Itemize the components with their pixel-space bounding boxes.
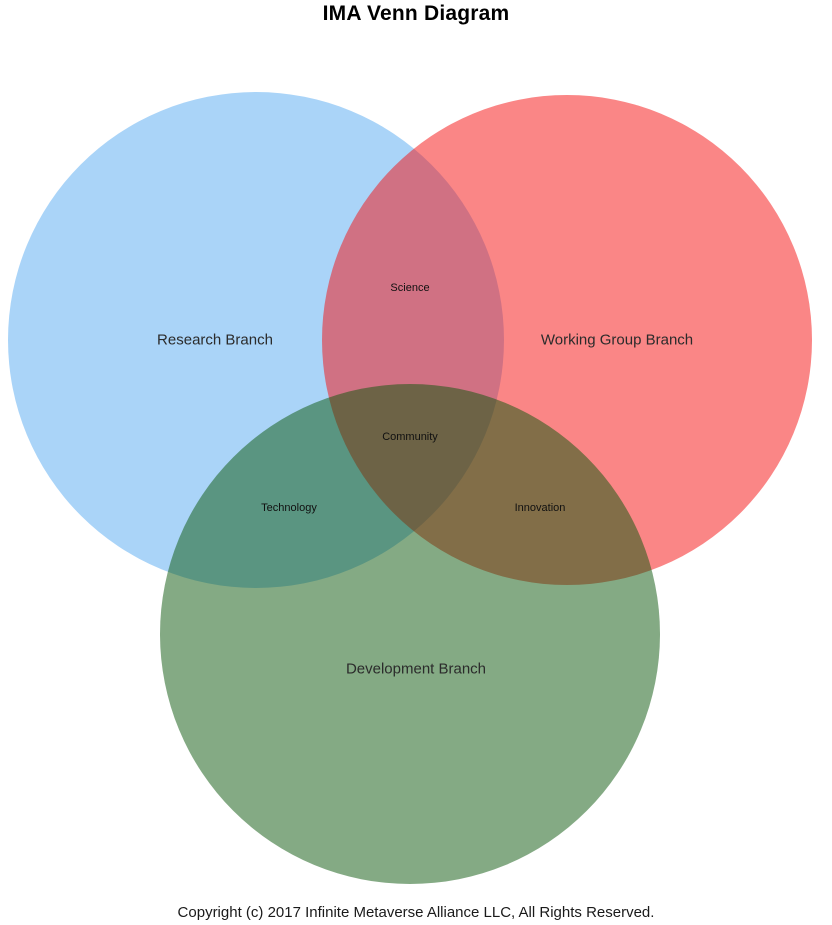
label-working-group-branch: Working Group Branch bbox=[541, 332, 693, 349]
label-development-branch: Development Branch bbox=[346, 661, 486, 678]
label-intersection-technology: Technology bbox=[261, 502, 317, 514]
label-intersection-community: Community bbox=[382, 431, 438, 443]
label-intersection-innovation: Innovation bbox=[515, 502, 566, 514]
page-title: IMA Venn Diagram bbox=[322, 2, 510, 25]
circle-development-branch bbox=[160, 384, 660, 884]
label-research-branch: Research Branch bbox=[157, 332, 273, 349]
label-intersection-science: Science bbox=[390, 282, 429, 294]
copyright-text: Copyright (c) 2017 Infinite Metaverse Al… bbox=[177, 904, 655, 921]
